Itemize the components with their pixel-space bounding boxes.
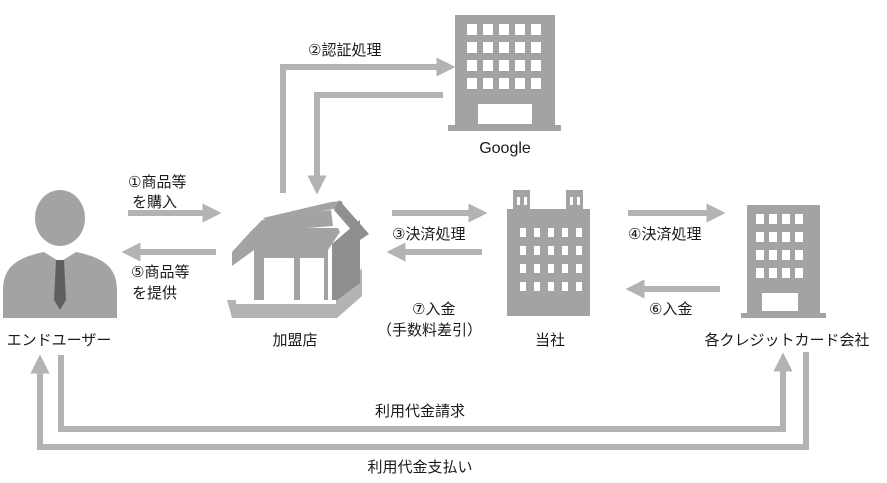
- step1-label-line1: ①商品等: [128, 173, 187, 191]
- step7-label-line1: ⑦入金: [412, 300, 456, 318]
- arrow-usage-payment: [30, 352, 809, 450]
- card-company-building-icon: [741, 205, 826, 318]
- step4-label: ④決済処理: [628, 225, 702, 243]
- step6-label: ⑥入金: [649, 300, 693, 318]
- merchant-label: 加盟店: [272, 331, 318, 349]
- step2-label: ②認証処理: [308, 41, 382, 59]
- company-building-icon: [507, 190, 590, 316]
- step5-label-line2: を提供: [132, 284, 178, 302]
- arrows: [30, 57, 809, 450]
- usage-payment-label: 利用代金支払い: [367, 458, 473, 476]
- arrow-usage-billing: [58, 352, 793, 432]
- card-companies-label: 各クレジットカード会社: [704, 331, 870, 349]
- person-icon: [3, 190, 117, 318]
- step5-label-line1: ⑤商品等: [131, 263, 190, 281]
- step3-label: ③決済処理: [392, 225, 466, 243]
- step1-label-line2: を購入: [132, 193, 178, 211]
- google-label: Google: [479, 140, 531, 157]
- step7-label-line2: （手数料差引）: [377, 321, 483, 339]
- storefront-icon: [227, 200, 369, 318]
- end-user-label: エンドユーザー: [6, 331, 112, 349]
- google-building-icon: [448, 15, 561, 131]
- company-label: 当社: [534, 331, 565, 349]
- arrow-authentication: [280, 57, 456, 193]
- arrow-auth-return: [307, 92, 443, 195]
- usage-billing-label: 利用代金請求: [374, 402, 465, 420]
